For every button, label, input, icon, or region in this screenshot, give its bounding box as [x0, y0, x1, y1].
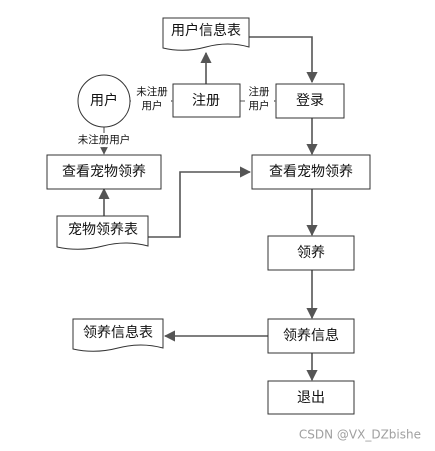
- edge-label-registered-line2: 用户: [249, 99, 270, 112]
- node-register: 注册: [172, 83, 241, 118]
- node-login: 登录: [275, 83, 345, 119]
- node-adopt-label: 领养: [297, 245, 325, 261]
- node-adoption-info: 领养信息: [267, 318, 355, 354]
- node-user-info-table: 用户信息表: [162, 17, 250, 51]
- node-view-pets-left: 查看宠物领养: [46, 154, 162, 190]
- node-pet-adoption-table-label: 宠物领养表: [68, 222, 138, 238]
- node-pet-adoption-table: 宠物领养表: [56, 215, 149, 250]
- node-logout: 退出: [267, 380, 355, 415]
- edge-user-info-table-to-login: [248, 36, 318, 84]
- node-login-label: 登录: [296, 93, 324, 109]
- edge-label-bg-unregistered-right: [131, 85, 171, 114]
- node-logout-label: 退出: [297, 390, 325, 406]
- node-adoption-info-label: 领养信息: [283, 327, 339, 344]
- node-view-pets-right-label: 查看宠物领养: [269, 164, 353, 180]
- node-adoption-info-table-label: 领养信息表: [83, 324, 153, 341]
- node-view-pets-right: 查看宠物领养: [251, 154, 371, 190]
- edge-label-bg-registered: [245, 85, 274, 114]
- edge-label-bg-unregistered-down: [72, 133, 136, 147]
- edge-pet-table-to-view-pets-right: [148, 166, 252, 238]
- edge-label-unregistered-right-line2: 用户: [142, 99, 163, 112]
- node-user-label: 用户: [90, 92, 118, 109]
- node-adopt: 领养: [267, 235, 355, 271]
- node-view-pets-left-label: 查看宠物领养: [62, 164, 146, 180]
- watermark-text: CSDN @VX_DZbishe: [299, 428, 421, 442]
- edge-label-registered-line1: 注册: [249, 85, 270, 98]
- node-user-info-table-label: 用户信息表: [171, 22, 241, 39]
- edge-label-unregistered-right-line1: 未注册: [136, 85, 168, 98]
- node-register-label: 注册: [192, 93, 220, 109]
- node-user: 用户: [77, 74, 131, 128]
- node-adoption-info-table: 领养信息表: [72, 318, 164, 352]
- edge-label-unregistered-down: 未注册用户: [78, 133, 131, 146]
